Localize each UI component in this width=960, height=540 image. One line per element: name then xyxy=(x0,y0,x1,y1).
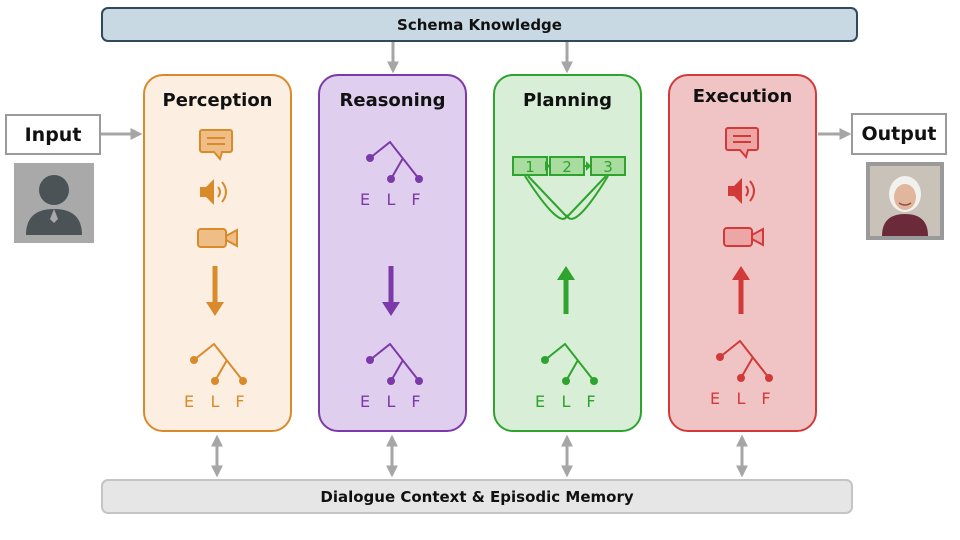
tree-branches xyxy=(544,342,595,382)
tree-letter-e: E xyxy=(360,392,370,411)
camera-lens xyxy=(751,227,764,247)
execution-speaker-icon xyxy=(728,178,755,204)
schema-knowledge-bar: Schema Knowledge xyxy=(101,7,858,42)
user-avatar-icon xyxy=(14,163,94,243)
tree-branches xyxy=(719,339,770,379)
tree-node xyxy=(590,377,598,385)
execution-title: Execution xyxy=(692,86,793,107)
reasoning-panel: Reasoning xyxy=(318,74,467,432)
planning-title: Planning xyxy=(522,90,612,111)
schema-knowledge-label: Schema Knowledge xyxy=(397,15,562,34)
tree-letter-f: F xyxy=(411,392,420,411)
speaker-body xyxy=(728,178,742,204)
speaker-wave xyxy=(745,185,749,197)
speaker-wave xyxy=(221,181,227,203)
tree-node xyxy=(415,377,423,385)
output-label: Output xyxy=(861,123,937,145)
plan-step-label: 3 xyxy=(603,158,613,176)
output-portrait-image xyxy=(866,162,944,240)
tree-node xyxy=(366,154,374,162)
tree-letter-l: L xyxy=(562,392,571,411)
tree-letter-f: F xyxy=(235,392,244,411)
execution-camera-icon xyxy=(723,227,764,247)
input-label: Input xyxy=(24,123,82,146)
tree-branches xyxy=(193,342,244,382)
camera-body xyxy=(197,228,227,248)
input-box: Input xyxy=(5,114,101,155)
tree-letter-e: E xyxy=(535,392,545,411)
tree-node xyxy=(415,175,423,183)
perception-chat-icon xyxy=(199,129,233,162)
camera-lens xyxy=(225,228,238,248)
perception-down-arrow xyxy=(206,266,224,316)
tree-node xyxy=(239,377,247,385)
plan-step-arrowhead xyxy=(545,161,550,171)
perception-speaker-icon xyxy=(200,179,227,205)
tree-letter-e: E xyxy=(710,389,720,408)
tree-node xyxy=(387,175,395,183)
tree-letter-f: F xyxy=(411,190,420,209)
tree-branches xyxy=(369,342,420,382)
output-box: Output xyxy=(851,113,947,155)
execution-chat-icon xyxy=(725,127,759,160)
arrow-head xyxy=(382,302,400,316)
perception-title: Perception xyxy=(162,90,273,111)
speaker-wave xyxy=(749,180,755,202)
plan-step-label: 1 xyxy=(525,158,535,176)
plan-merge-lines xyxy=(524,175,609,220)
arrow-head xyxy=(557,266,575,280)
tree-letter-l: L xyxy=(387,392,396,411)
tree-letter-f: F xyxy=(586,392,595,411)
dialogue-memory-bar: Dialogue Context & Episodic Memory xyxy=(101,479,853,514)
tree-letter-l: L xyxy=(211,392,220,411)
dialogue-memory-label: Dialogue Context & Episodic Memory xyxy=(320,487,634,506)
tree-node xyxy=(366,356,374,364)
tree-node xyxy=(562,377,570,385)
plan-step-arrowhead xyxy=(586,161,591,171)
tree-branches xyxy=(369,140,420,180)
plan-step-label: 2 xyxy=(562,158,572,176)
tree-node xyxy=(211,377,219,385)
plan-merge-lines-2 xyxy=(527,175,607,219)
tree-node xyxy=(765,374,773,382)
tree-node xyxy=(716,353,724,361)
camera-body xyxy=(723,227,753,247)
tree-letter-l: L xyxy=(737,389,746,408)
planning-up-arrow xyxy=(557,266,575,314)
tree-letter-l: L xyxy=(387,190,396,209)
tree-node xyxy=(387,377,395,385)
reasoning-down-arrow xyxy=(382,266,400,316)
execution-up-arrow xyxy=(732,266,750,314)
speaker-wave xyxy=(217,186,221,198)
tree-letter-e: E xyxy=(360,190,370,209)
arrow-head xyxy=(732,266,750,280)
planning-panel: Planning xyxy=(493,74,642,432)
tree-node xyxy=(190,356,198,364)
reasoning-title: Reasoning xyxy=(339,90,446,111)
tree-letter-f: F xyxy=(761,389,770,408)
planning-steps-diagram: 1 2 3 xyxy=(512,156,626,220)
tree-node xyxy=(541,356,549,364)
perception-camera-icon xyxy=(197,228,238,248)
tree-node xyxy=(737,374,745,382)
tree-letter-e: E xyxy=(184,392,194,411)
arrow-head xyxy=(206,302,224,316)
speaker-body xyxy=(200,179,214,205)
